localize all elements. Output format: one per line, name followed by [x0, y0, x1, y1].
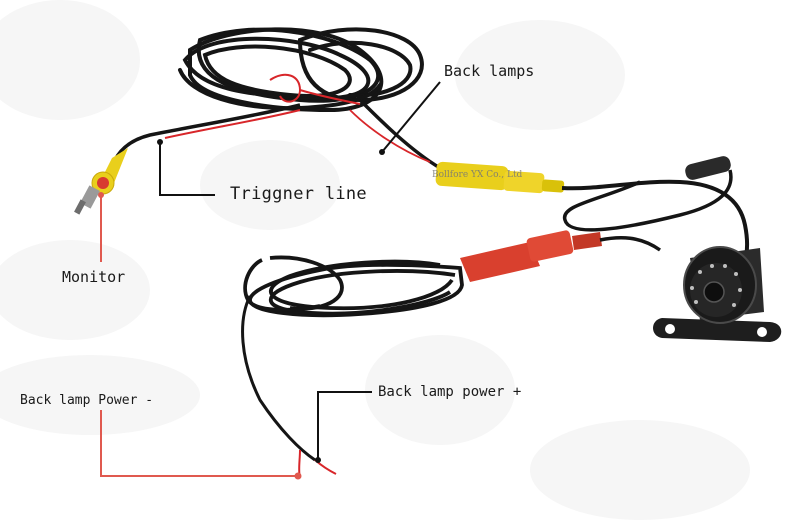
camera-loop: [563, 169, 733, 232]
leader-power-neg: [100, 410, 298, 477]
red-trigger-wire: [164, 109, 301, 139]
video-cable-upper: [358, 98, 441, 170]
red-power-connector-icon: [460, 230, 602, 282]
background-blobs: [0, 0, 750, 520]
cable-grommet: [685, 156, 731, 180]
watermark: Bollfore YX Co., Ltd: [432, 170, 523, 180]
red-wire-in-coil: [269, 73, 361, 105]
leader-back-lamps: [381, 81, 441, 153]
rear-view-camera-icon: [653, 246, 782, 342]
power-cable-to-camera: [599, 235, 662, 252]
trigger-cable: [113, 103, 301, 161]
label-back-lamp-power-positive: Back lamp power +: [378, 384, 522, 400]
leader-power-pos: [317, 391, 372, 460]
power-cable-down: [241, 295, 316, 462]
red-back-lamps-wire: [349, 109, 431, 163]
leader-trigger-line: [159, 142, 215, 196]
lower-cable-coil: [243, 255, 464, 318]
upper-cable-coil: [178, 27, 424, 113]
label-monitor: Monitor: [62, 268, 126, 286]
yellow-video-connector: [435, 161, 565, 194]
label-trigger-line: Triggner line: [230, 184, 367, 204]
leader-lines: [98, 81, 441, 480]
label-back-lamps: Back lamps: [444, 62, 535, 80]
label-back-lamp-power-negative: Back lamp Power -: [20, 393, 154, 408]
